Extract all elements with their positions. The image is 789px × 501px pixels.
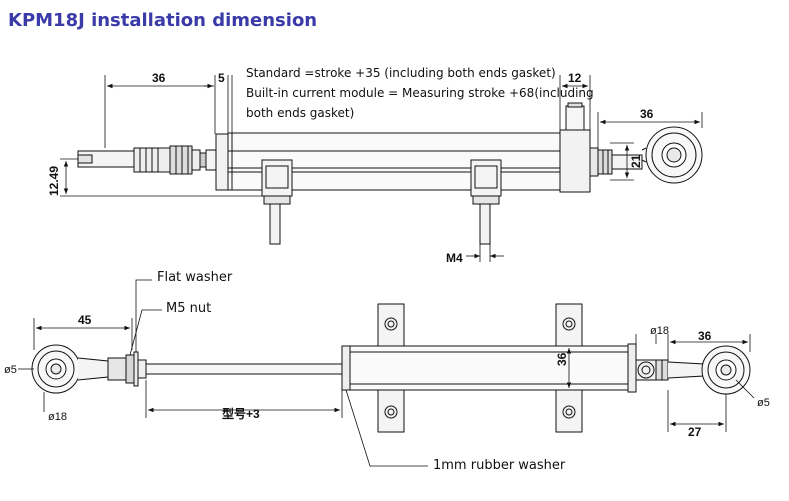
bottom-clamp-right [555,303,583,433]
bottom-clamp-left [377,303,405,433]
dim-bottom-phi5-right: ø5 [757,397,770,409]
page-title: KPM18J installation dimension [8,10,318,31]
top-left-end-cap [215,133,229,191]
top-view [60,75,703,262]
top-left-rod-end [77,145,217,175]
bottom-connector [635,359,657,381]
dim-top-36-left: 36 [152,71,166,85]
bottom-sensor-body [341,343,637,393]
label-m5-nut: M5 nut [166,301,212,316]
dim-bottom-phi18-right: ø18 [650,325,669,337]
label-flat-washer: Flat washer [157,270,233,285]
dim-bottom-36-vertical: 36 [555,352,569,366]
label-rubber-washer: 1mm rubber washer [433,458,566,473]
top-connector-box [565,105,585,131]
dim-top-m4: M4 [446,251,463,265]
dim-bottom-45: 45 [78,313,92,327]
bottom-m5-nut [125,354,135,384]
top-dimension-lines [60,75,703,262]
bottom-dimension-lines [18,279,755,467]
dim-bottom-36-right: 36 [698,329,712,343]
bottom-view [18,279,755,467]
top-clamp-right [470,159,502,245]
note-current-module: Built-in current module = Measuring stro… [246,86,594,100]
dim-top-12-49: 12.49 [47,166,61,196]
note-standard: Standard =stroke +35 (including both end… [246,66,556,80]
dim-bottom-27: 27 [688,425,702,439]
bottom-dimension-text: 45 ø5 ø18 型号+3 36 ø18 36 ø5 27 [4,313,770,439]
bottom-rod [145,363,343,375]
bottom-flat-washer [133,351,139,387]
top-clamp-left [261,159,293,245]
top-right-rod-eye [641,126,703,184]
dim-bottom-phi18-left: ø18 [48,411,67,423]
top-right-end-cap [559,129,591,193]
top-dimension-text: 36 5 12 36 21 12.49 M4 [47,71,654,265]
dim-top-21: 21 [629,154,643,168]
dim-bottom-phi5-left: ø5 [4,364,17,376]
dim-top-12: 12 [568,71,582,85]
dim-top-36-right: 36 [640,107,654,121]
bottom-left-rod-eye [31,344,109,394]
note-gasket: both ends gasket) [246,106,355,120]
dim-bottom-model-plus3: 型号+3 [222,406,260,421]
dim-top-5: 5 [218,71,225,85]
